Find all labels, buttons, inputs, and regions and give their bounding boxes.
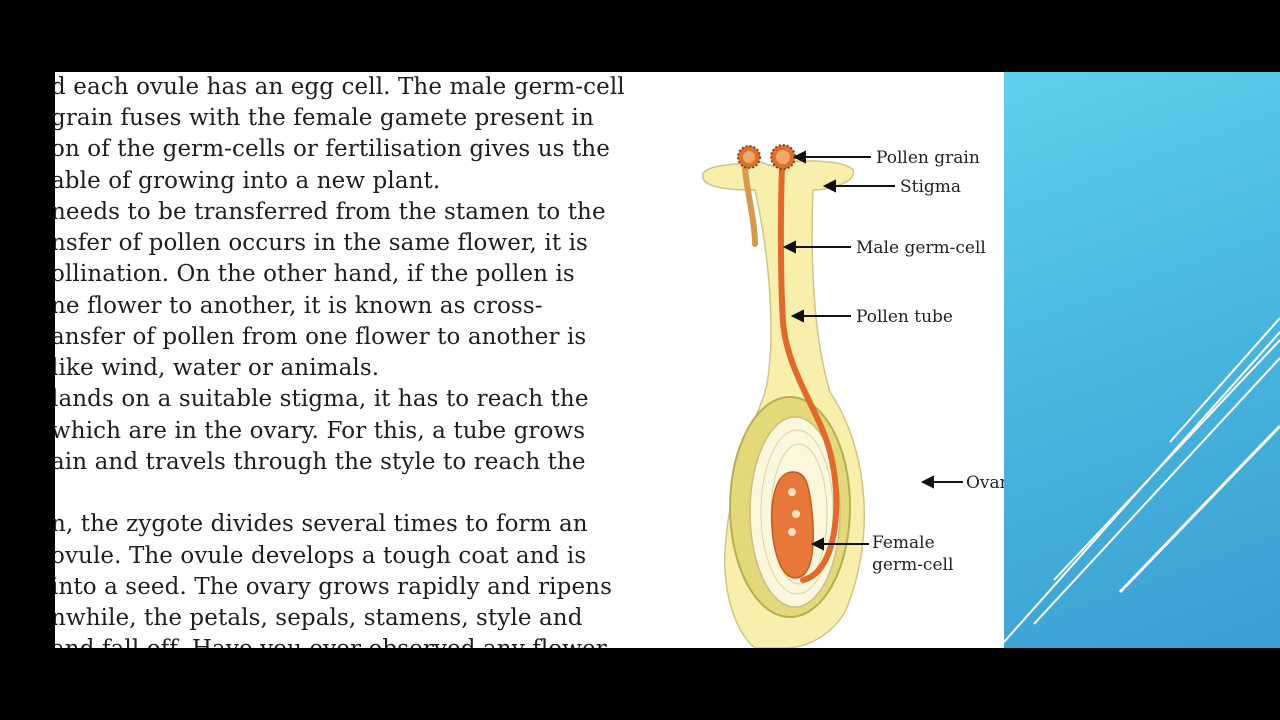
text-line: on of the germ-cells or fertilisation gi… [55,136,610,162]
text-line: n, the zygote divides several times to f… [55,511,588,537]
embryo-sac [771,471,814,579]
label-pollen-tube: Pollen tube [856,307,953,327]
text-line: grain fuses with the female gamete prese… [55,105,594,131]
label-ovary: Ovary [966,473,1005,493]
text-line: ain and travels through the style to rea… [55,449,586,475]
decorative-lines [1004,317,1280,643]
text-line: ollination. On the other hand, if the po… [55,261,575,287]
text-line: lands on a suitable stigma, it has to re… [55,386,589,412]
slide: d each ovule has an egg cell. The male g… [55,72,1280,648]
text-line: needs to be transferred from the stamen … [55,199,606,225]
label-stigma: Stigma [900,177,961,197]
text-line: into a seed. The ovary grows rapidly and… [55,574,612,600]
pistil-diagram: Pollen grain Stigma Male germ-cell Polle… [702,144,1005,648]
decorative-accent-panel [1004,72,1280,648]
text-line: and fall off. Have you ever observed any… [55,636,607,648]
text-line: nwhile, the petals, sepals, stamens, sty… [55,605,583,631]
label-germ-cell: germ-cell [872,555,953,575]
text-line: which are in the ovary. For this, a tube… [55,418,586,444]
label-female: Female [872,533,935,553]
text-line: ne flower to another, it is known as cro… [55,293,543,319]
pollen-tube [777,164,840,583]
text-line: d each ovule has an egg cell. The male g… [55,74,625,100]
text-line: like wind, water or animals. [55,355,380,381]
pollen-grain-right [770,144,796,170]
text-line: nsfer of pollen occurs in the same flowe… [55,230,588,256]
pollen-grain-left [737,145,761,169]
label-pollen-grain: Pollen grain [876,148,980,168]
textbook-page: d each ovule has an egg cell. The male g… [55,72,1005,648]
text-line: ansfer of pollen from one flower to anot… [55,324,587,350]
text-line: ovule. The ovule develops a tough coat a… [55,543,587,569]
label-male-germ-cell: Male germ-cell [856,238,986,258]
text-line: able of growing into a new plant. [55,168,441,194]
